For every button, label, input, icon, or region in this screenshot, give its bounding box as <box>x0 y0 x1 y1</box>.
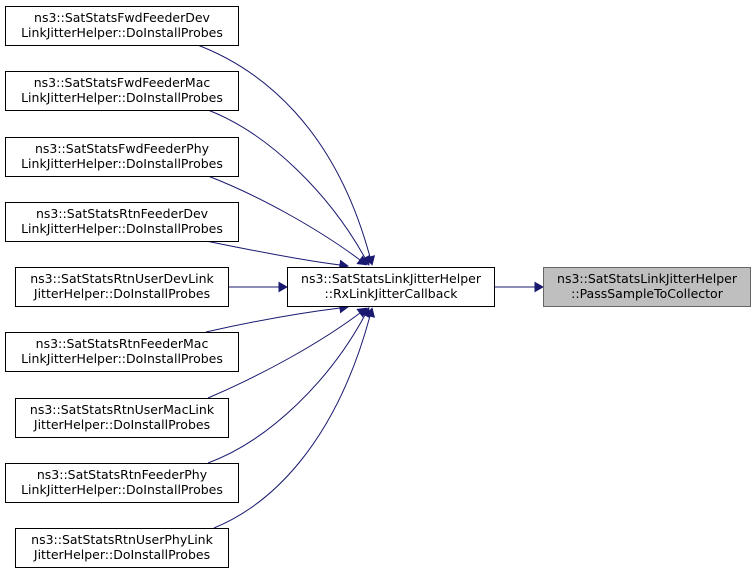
edge-arrow <box>494 281 545 293</box>
edge-arrow <box>207 307 370 464</box>
arrowhead <box>278 281 289 293</box>
node-pass-sample-to-collector[interactable]: ns3::SatStatsLinkJitterHelper::PassSampl… <box>543 267 751 307</box>
node-box <box>5 332 239 372</box>
node-rtn-feeder-phy[interactable]: ns3::SatStatsRtnFeederPhyLinkJitterHelpe… <box>5 463 239 503</box>
edge-line <box>194 43 371 258</box>
node-label-line: LinkJitterHelper::DoInstallProbes <box>21 90 223 105</box>
edge-arrow <box>213 307 376 529</box>
node-fwd-feeder-phy[interactable]: ns3::SatStatsFwdFeederPhyLinkJitterHelpe… <box>5 137 239 177</box>
node-label-line: ns3::SatStatsRtnUserPhyLink <box>31 532 213 547</box>
node-box <box>15 528 229 568</box>
edge-arrow <box>207 175 368 266</box>
edge-arrow <box>205 302 349 333</box>
nodes: ns3::SatStatsFwdFeederDevLinkJitterHelpe… <box>5 6 751 568</box>
node-label-line: ns3::SatStatsFwdFeederDev <box>34 10 211 25</box>
node-label-line: ns3::SatStatsRtnUserMacLink <box>30 402 215 417</box>
arrowhead <box>356 255 368 266</box>
node-box <box>5 463 239 503</box>
node-box <box>15 267 229 307</box>
edge-arrow <box>205 240 349 271</box>
node-rtn-feeder-mac[interactable]: ns3::SatStatsRtnFeederMacLinkJitterHelpe… <box>5 332 239 372</box>
node-box <box>287 267 495 307</box>
node-label-line: LinkJitterHelper::DoInstallProbes <box>21 351 223 366</box>
node-label-line: LinkJitterHelper::DoInstallProbes <box>21 25 223 40</box>
node-label-line: LinkJitterHelper::DoInstallProbes <box>21 482 223 497</box>
node-rtn-user-dev-link[interactable]: ns3::SatStatsRtnUserDevLinkJitterHelper:… <box>15 267 229 307</box>
edge-line <box>207 109 366 259</box>
node-label-line: JitterHelper::DoInstallProbes <box>33 417 210 432</box>
node-label-line: ns3::SatStatsFwdFeederPhy <box>35 141 210 156</box>
edge-line <box>205 240 341 266</box>
node-box <box>5 6 239 46</box>
node-label-line: ns3::SatStatsRtnFeederDev <box>36 206 209 221</box>
node-box <box>543 267 751 307</box>
node-label-line: JitterHelper::DoInstallProbes <box>33 547 210 562</box>
node-rtn-user-phy-link[interactable]: ns3::SatStatsRtnUserPhyLinkJitterHelper:… <box>15 528 229 568</box>
node-label-line: ns3::SatStatsRtnFeederPhy <box>37 467 208 482</box>
edge-line <box>207 314 366 464</box>
node-fwd-feeder-dev[interactable]: ns3::SatStatsFwdFeederDevLinkJitterHelpe… <box>5 6 239 46</box>
node-box <box>5 202 239 242</box>
node-rtn-feeder-dev[interactable]: ns3::SatStatsRtnFeederDevLinkJitterHelpe… <box>5 202 239 242</box>
node-box <box>15 398 229 438</box>
node-label-line: JitterHelper::DoInstallProbes <box>33 286 210 301</box>
node-label-line: LinkJitterHelper::DoInstallProbes <box>21 221 223 236</box>
node-box <box>5 71 239 111</box>
edge-line <box>207 312 361 399</box>
node-label-line: ::RxLinkJitterCallback <box>325 286 459 301</box>
node-label-line: ns3::SatStatsLinkJitterHelper <box>301 271 482 286</box>
edge-line <box>213 315 371 529</box>
node-label-line: LinkJitterHelper::DoInstallProbes <box>21 156 223 171</box>
edge-line <box>205 307 341 333</box>
node-rtn-user-mac-link[interactable]: ns3::SatStatsRtnUserMacLinkJitterHelper:… <box>15 398 229 438</box>
node-label-line: ::PassSampleToCollector <box>571 286 724 301</box>
node-fwd-feeder-mac[interactable]: ns3::SatStatsFwdFeederMacLinkJitterHelpe… <box>5 71 239 111</box>
node-label-line: ns3::SatStatsRtnUserDevLink <box>30 271 214 286</box>
arrowhead <box>534 281 545 293</box>
arrowhead <box>364 307 376 318</box>
node-label-line: ns3::SatStatsFwdFeederMac <box>34 75 211 90</box>
node-box <box>5 137 239 177</box>
edge-line <box>207 175 361 261</box>
edge-arrow <box>228 281 289 293</box>
node-label-line: ns3::SatStatsRtnFeederMac <box>36 336 209 351</box>
node-rx-link-jitter-callback[interactable]: ns3::SatStatsLinkJitterHelper::RxLinkJit… <box>287 267 495 307</box>
node-label-line: ns3::SatStatsLinkJitterHelper <box>557 271 738 286</box>
